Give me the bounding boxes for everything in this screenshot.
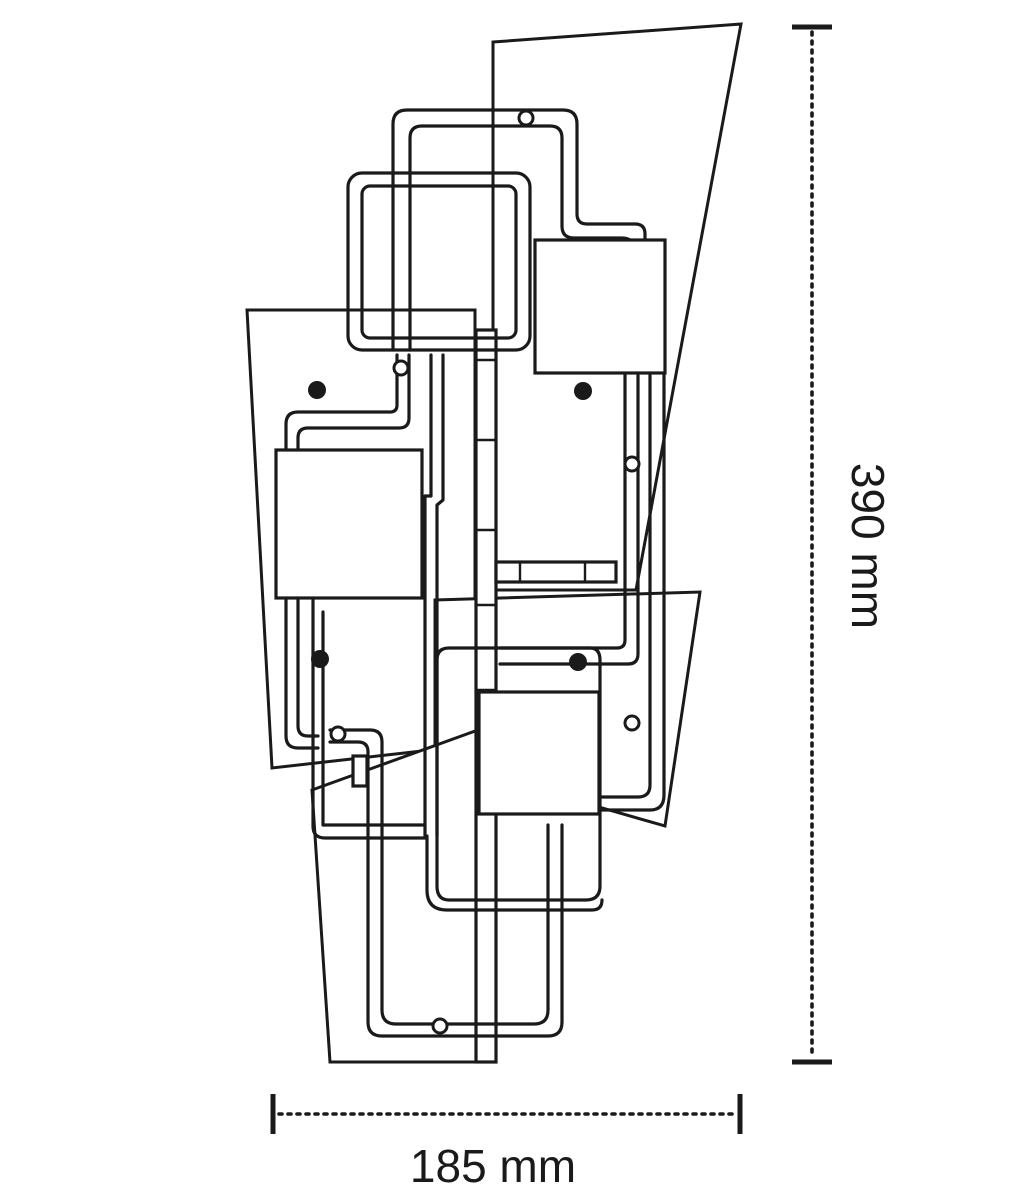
- lamp-shades: [274, 238, 667, 816]
- joint-ring: [392, 359, 410, 377]
- spine-arm: [494, 560, 618, 584]
- tube-frame-right: [498, 373, 666, 812]
- connector-block: [351, 754, 369, 788]
- screw: [569, 653, 587, 671]
- height-label: 390 mm: [842, 463, 894, 629]
- top-frame-outer: [346, 171, 532, 352]
- joint-ring: [517, 109, 535, 127]
- width-label: 185 mm: [410, 1140, 576, 1192]
- width-dimension: 185 mm: [270, 1094, 743, 1192]
- screw: [574, 382, 592, 400]
- tube-frame-lower-left: [311, 598, 564, 1038]
- height-dimension: 390 mm: [792, 24, 894, 1065]
- shade-top-right: [533, 238, 667, 375]
- joint-ring: [431, 1017, 449, 1035]
- top-square-frame: [346, 171, 532, 352]
- joint-ring: [329, 725, 347, 743]
- mounting-screws: [308, 381, 592, 671]
- panel-bottom: [310, 727, 480, 1064]
- joint-ring: [623, 455, 641, 473]
- tube-frame-lower-right: [425, 646, 604, 912]
- joint-ring: [623, 714, 641, 732]
- shade-lower-right: [477, 690, 601, 816]
- screw: [308, 381, 326, 399]
- top-frame-inner: [360, 184, 518, 340]
- shade-left: [274, 448, 424, 600]
- screw: [311, 650, 329, 668]
